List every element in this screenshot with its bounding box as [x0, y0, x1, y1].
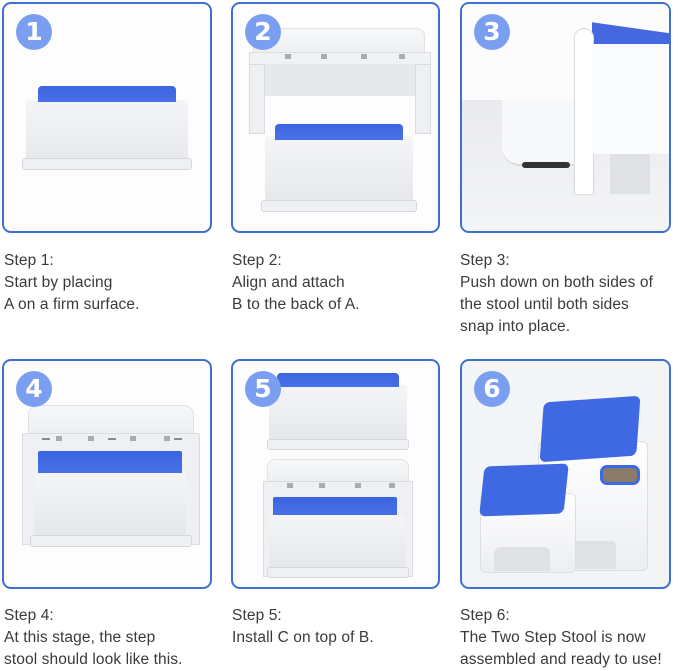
stool-a-inside-b-illustration — [22, 405, 200, 551]
step-text: Install C on top of B. — [232, 629, 374, 646]
step-number-badge: 2 — [245, 14, 281, 50]
step-number-badge: 1 — [16, 14, 52, 50]
step-3-image-panel: 3 — [460, 2, 671, 233]
step-title: Step 4: — [4, 607, 54, 624]
step-text: B to the back of A. — [232, 296, 360, 313]
step-2-image-panel: 2 — [231, 2, 440, 233]
step-text: the stool until both sides — [460, 296, 629, 313]
step-4-image-panel: 4 — [2, 359, 212, 589]
step-5-image-panel: 5 — [231, 359, 440, 589]
step-title: Step 1: — [4, 252, 54, 269]
step-text: Start by placing — [4, 274, 113, 291]
step-text: snap into place. — [460, 318, 571, 335]
step-title: Step 2: — [232, 252, 282, 269]
step-3-caption: Step 3: Push down on both sides of the s… — [460, 250, 653, 338]
step-text: A on a firm surface. — [4, 296, 140, 313]
step-6-image-panel: 6 — [460, 359, 671, 589]
step-number-badge: 6 — [474, 371, 510, 407]
step-title: Step 6: — [460, 607, 510, 624]
step-text: assembled and ready to use! — [460, 651, 662, 668]
stool-c-illustration — [267, 373, 409, 451]
step-5-caption: Step 5: Install C on top of B. — [232, 605, 374, 649]
handle-cutout — [600, 465, 640, 485]
step-text: Push down on both sides of — [460, 274, 654, 291]
stool-a-illustration — [22, 86, 192, 176]
assembled-two-step-stool-illustration — [462, 361, 669, 587]
frame-b-illustration — [249, 28, 431, 134]
step-text: stool should look like this. — [4, 651, 183, 668]
step-6-caption: Step 6: The Two Step Stool is now assemb… — [460, 605, 662, 671]
step-text: At this stage, the step — [4, 629, 156, 646]
step-number-badge: 4 — [16, 371, 52, 407]
step-1-caption: Step 1: Start by placing A on a firm sur… — [4, 250, 140, 316]
closeup-snap-joint-illustration — [462, 4, 669, 231]
step-text: Align and attach — [232, 274, 345, 291]
step-text: The Two Step Stool is now — [460, 629, 646, 646]
step-number-badge: 3 — [474, 14, 510, 50]
step-4-caption: Step 4: At this stage, the step stool sh… — [4, 605, 183, 671]
step-1-image-panel: 1 — [2, 2, 212, 233]
stool-a-illustration — [261, 124, 417, 220]
step-title: Step 5: — [232, 607, 282, 624]
step-number-badge: 5 — [245, 371, 281, 407]
stool-a-inside-b-illustration — [263, 459, 413, 583]
step-title: Step 3: — [460, 252, 510, 269]
step-2-caption: Step 2: Align and attach B to the back o… — [232, 250, 360, 316]
